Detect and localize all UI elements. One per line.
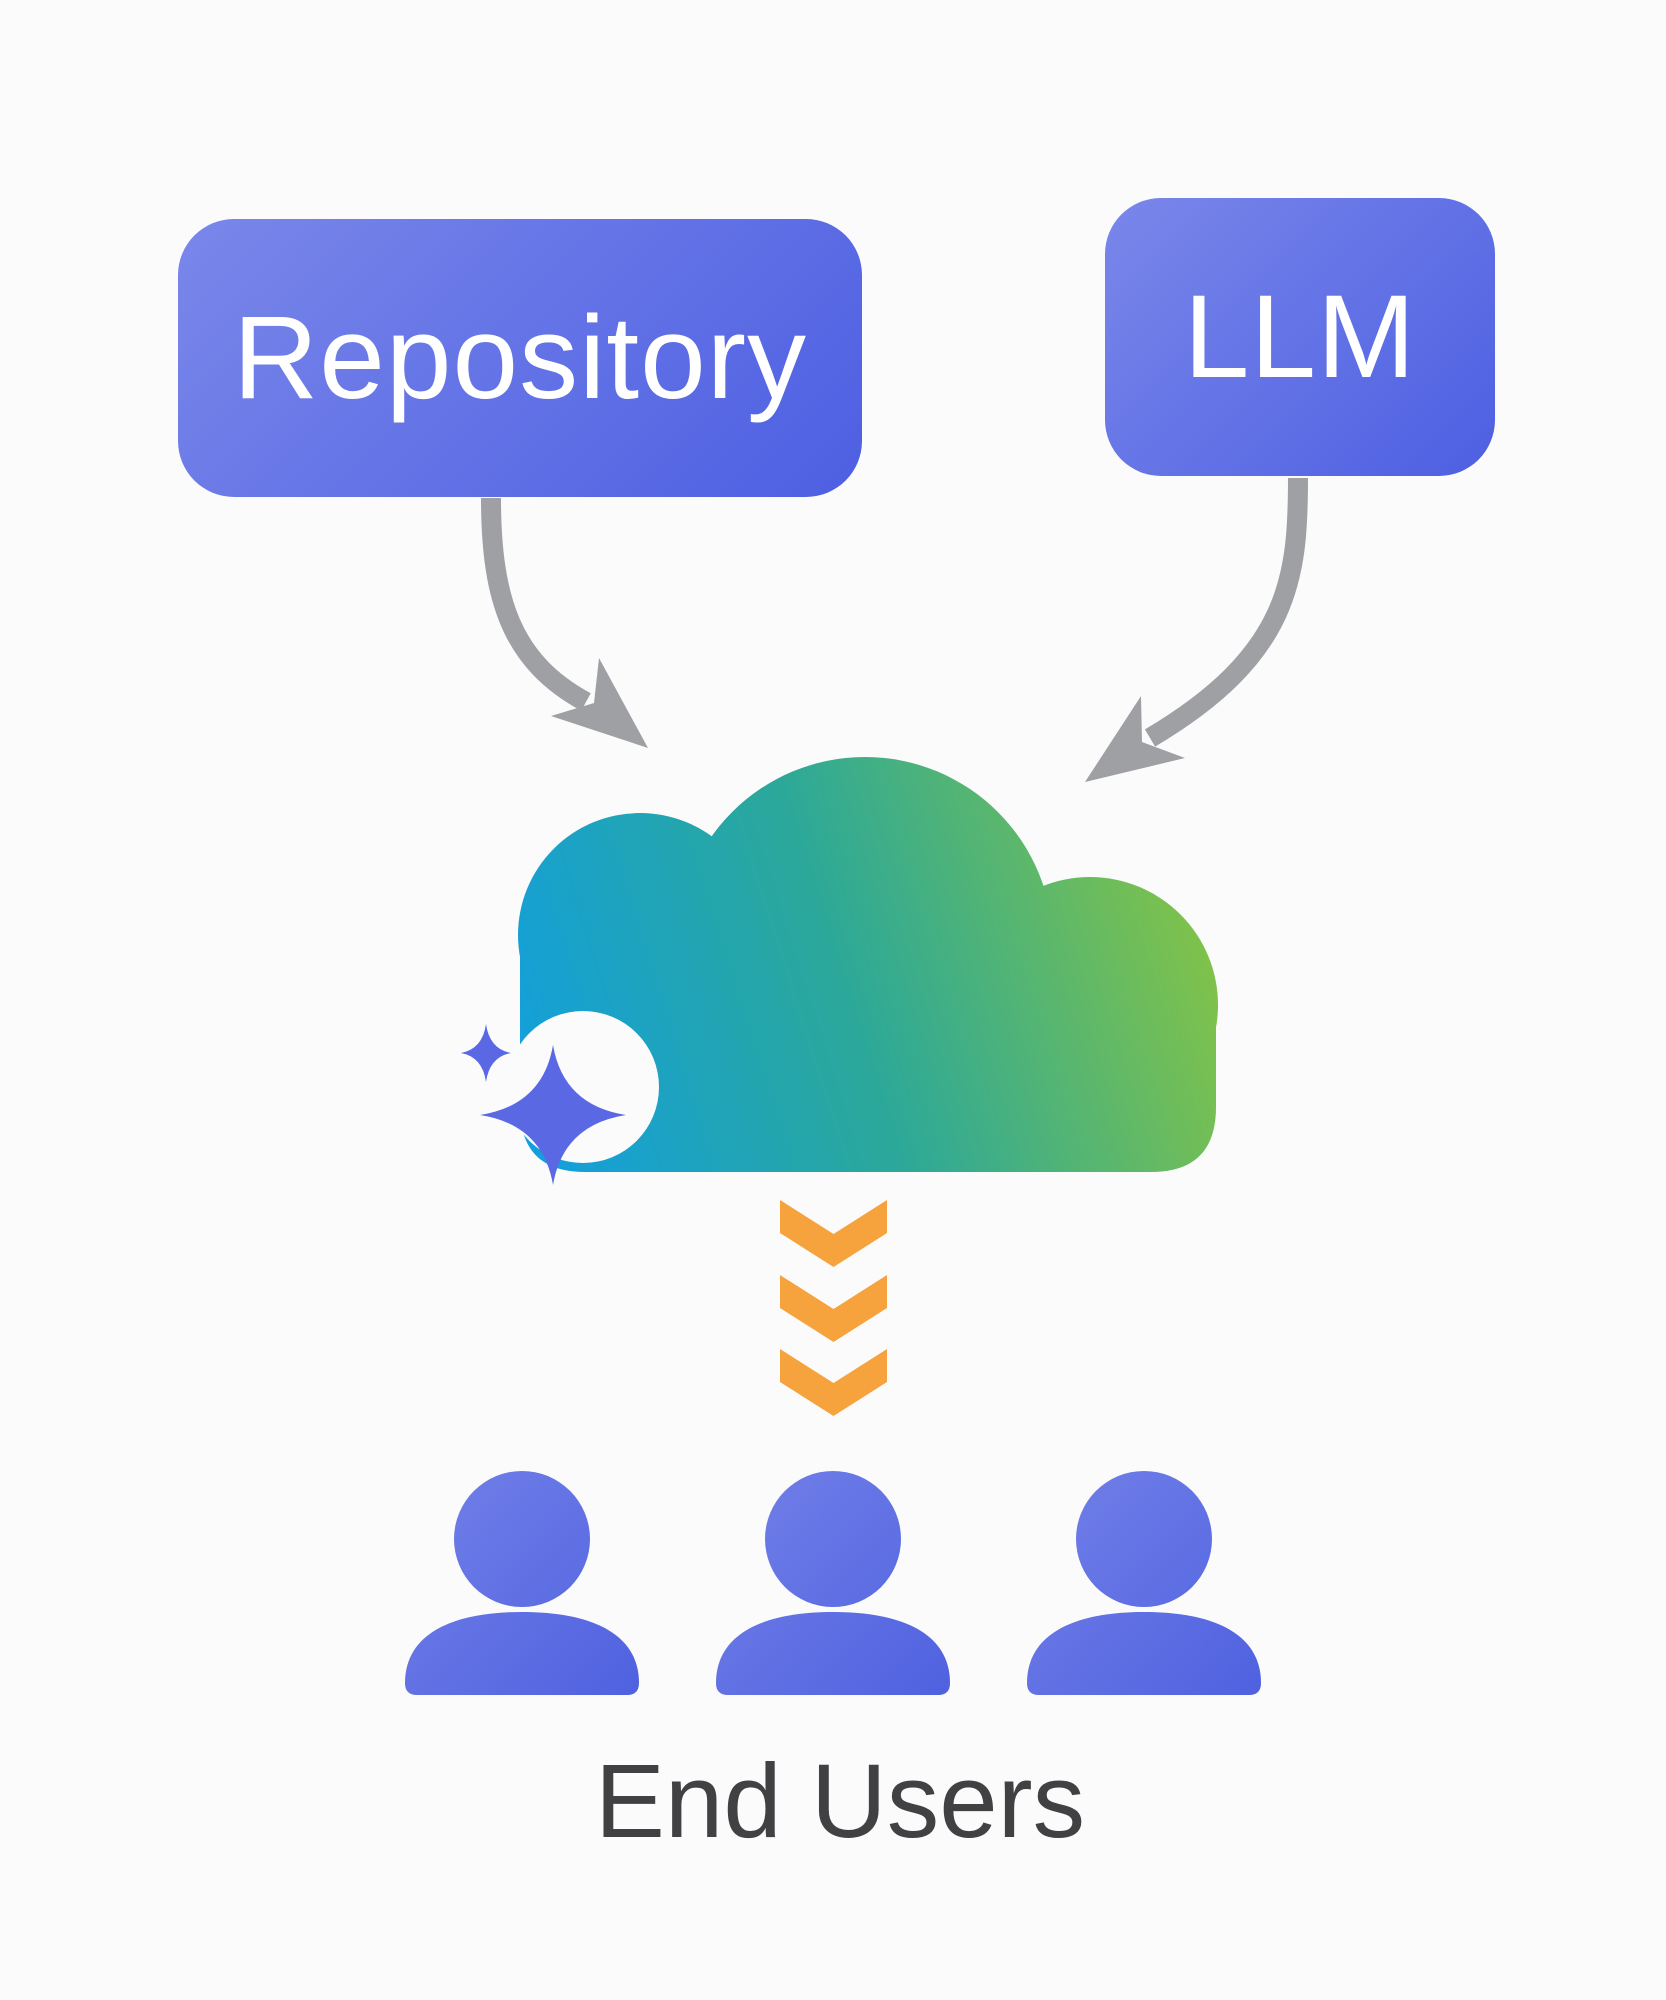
repository-node: Repository <box>178 219 862 497</box>
user-icon <box>405 1471 639 1695</box>
chevron-down-icon <box>780 1349 887 1416</box>
user-icon <box>716 1471 950 1695</box>
ai-cloud-icon <box>518 757 1218 1172</box>
sparkle-icon-small <box>461 1024 511 1082</box>
llm-node: LLM <box>1105 198 1495 476</box>
chevron-down-icon <box>780 1200 887 1267</box>
chevrons-down <box>780 1200 887 1416</box>
llm-to-cloud-arrow-icon <box>1085 477 1308 782</box>
chevron-down-icon <box>780 1275 887 1342</box>
repository-to-cloud-arrow-icon <box>481 497 648 748</box>
end-users-group <box>405 1471 1261 1695</box>
llm-label: LLM <box>1183 271 1417 403</box>
sparkle-badge <box>461 1011 659 1185</box>
sparkle-circle <box>507 1011 659 1163</box>
end-users-label: End Users <box>594 1743 1086 1860</box>
user-icon <box>1027 1471 1261 1695</box>
repository-label: Repository <box>232 292 807 424</box>
